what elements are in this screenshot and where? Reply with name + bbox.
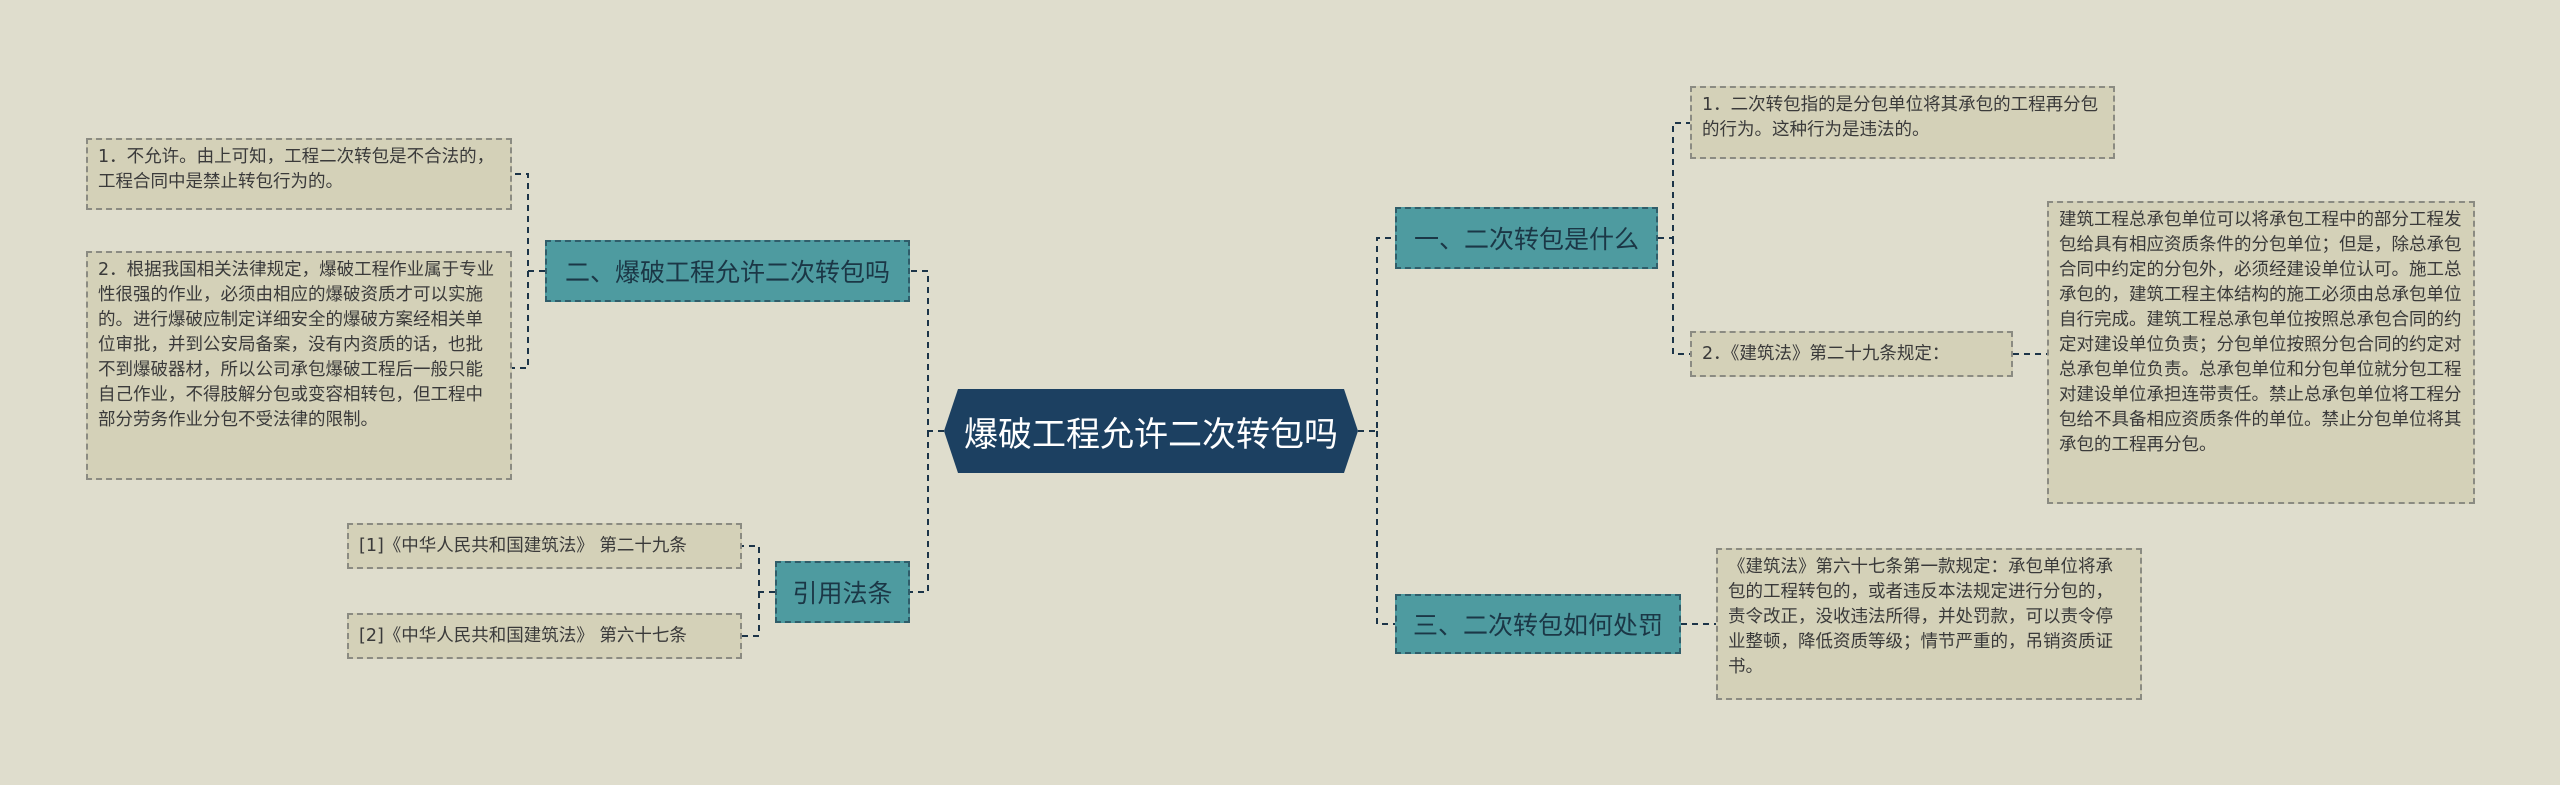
branch-right-penalty[interactable]: 三、二次转包如何处罚 [1395, 594, 1681, 654]
citation-article-29[interactable]: [1]《中华人民共和国建筑法》 第二十九条 [347, 523, 742, 569]
branch-right-definition[interactable]: 一、二次转包是什么 [1395, 207, 1658, 269]
branch-left-citations[interactable]: 引用法条 [775, 561, 910, 623]
leaf-article-29-text[interactable]: 建筑工程总承包单位可以将承包工程中的部分工程发包给具有相应资质条件的分包单位；但… [2047, 201, 2475, 504]
citation-article-67[interactable]: [2]《中华人民共和国建筑法》 第六十七条 [347, 613, 742, 659]
leaf-penalty-text[interactable]: 《建筑法》第六十七条第一款规定：承包单位将承包的工程转包的，或者违反本法规定进行… [1716, 548, 2142, 700]
leaf-blasting-regulation[interactable]: 2．根据我国相关法律规定，爆破工程作业属于专业性很强的作业，必须由相应的爆破资质… [86, 251, 512, 480]
leaf-construction-law-29[interactable]: 2．《建筑法》第二十九条规定： [1690, 331, 2013, 377]
root-topic[interactable]: 爆破工程允许二次转包吗 [944, 389, 1358, 473]
leaf-definition[interactable]: 1．二次转包指的是分包单位将其承包的工程再分包的行为。这种行为是违法的。 [1690, 86, 2115, 159]
leaf-not-allowed[interactable]: 1．不允许。由上可知，工程二次转包是不合法的，工程合同中是禁止转包行为的。 [86, 138, 512, 210]
branch-left-allowed[interactable]: 二、爆破工程允许二次转包吗 [545, 240, 910, 302]
